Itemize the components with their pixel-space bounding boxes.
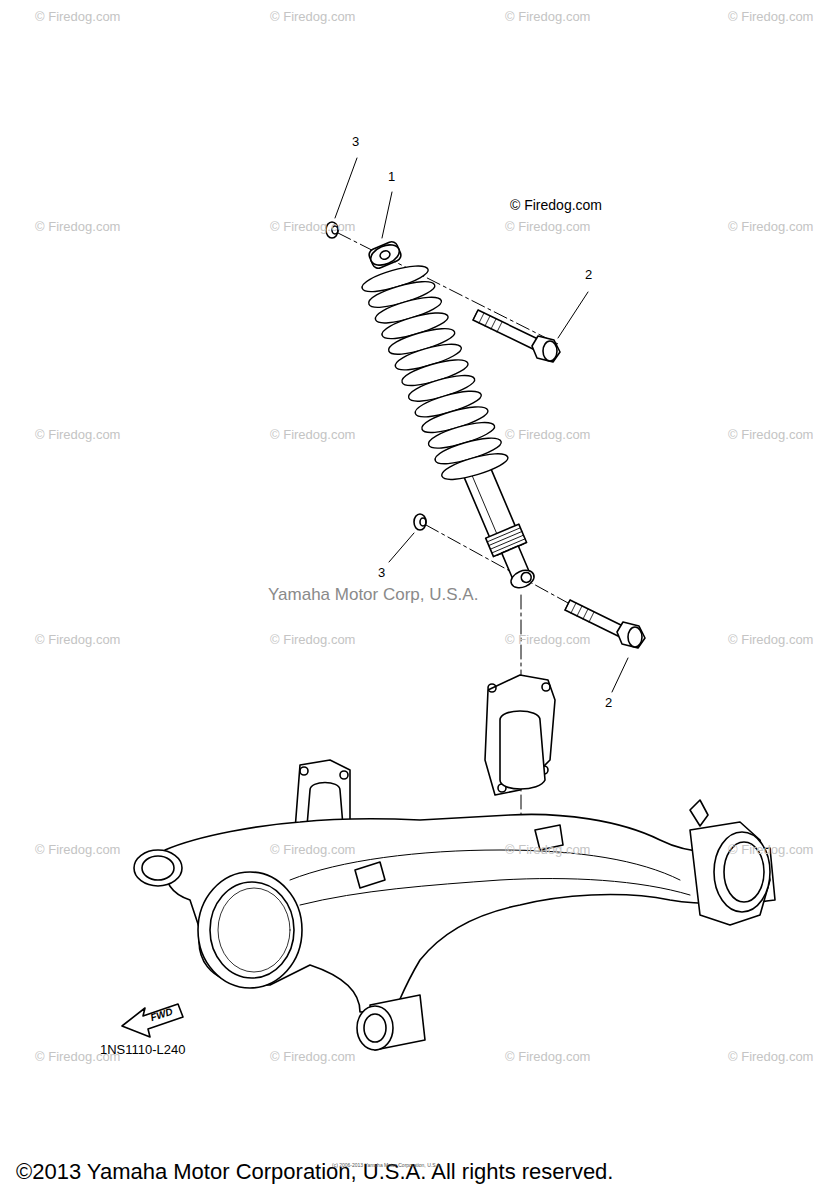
- shock-absorber: [350, 233, 557, 600]
- watermark: © Firedog.com: [270, 220, 355, 234]
- watermark: © Firedog.com: [728, 843, 813, 857]
- watermark: © Firedog.com: [505, 633, 590, 647]
- callout-number: 2: [585, 268, 592, 282]
- copyright-note: ©2013 Yamaha Motor Corporation, U.S.A. A…: [16, 1160, 613, 1184]
- callout-number: 3: [378, 566, 385, 580]
- watermark: © Firedog.com: [505, 220, 590, 234]
- watermark: © Firedog.com: [728, 220, 813, 234]
- watermark: © Firedog.com: [270, 10, 355, 24]
- watermark: © Firedog.com: [270, 633, 355, 647]
- leader-line: [558, 292, 588, 338]
- watermark: © Firedog.com: [505, 428, 590, 442]
- forward-arrow: [122, 1004, 183, 1037]
- watermark: © Firedog.com: [505, 843, 590, 857]
- watermark: © Firedog.com: [505, 10, 590, 24]
- watermark: Yamaha Motor Corp, U.S.A.: [268, 586, 478, 605]
- watermark: © Firedog.com: [728, 1050, 813, 1064]
- watermark: © Firedog.com: [728, 10, 813, 24]
- leader-line: [389, 533, 414, 562]
- spring-coil: [440, 444, 510, 488]
- callout-number: 2: [605, 696, 612, 710]
- watermark: © Firedog.com: [728, 633, 813, 647]
- watermark: © Firedog.com: [728, 428, 813, 442]
- nut: [414, 514, 426, 530]
- watermark: © Firedog.com: [35, 428, 120, 442]
- callout-number: 1: [388, 170, 395, 184]
- watermark: © Firedog.com: [505, 1050, 590, 1064]
- swing-arm: [134, 675, 775, 1050]
- watermark: © Firedog.com: [35, 1050, 120, 1064]
- watermark: © Firedog.com: [270, 1050, 355, 1064]
- watermark: © Firedog.com: [35, 633, 120, 647]
- leader-line: [612, 658, 628, 692]
- copyright-note: (c) 2006-2013 Yamaha Motor Corporation, …: [332, 1163, 442, 1169]
- watermark: © Firedog.com: [510, 198, 602, 213]
- leader-line: [382, 192, 392, 238]
- bolt: [473, 310, 560, 362]
- watermark: © Firedog.com: [270, 843, 355, 857]
- assembly-line: [426, 525, 630, 637]
- leader-line: [335, 158, 357, 218]
- callout-number: 3: [352, 135, 359, 149]
- watermark: © Firedog.com: [270, 428, 355, 442]
- watermark: © Firedog.com: [35, 843, 120, 857]
- watermark: © Firedog.com: [35, 10, 120, 24]
- watermark: © Firedog.com: [35, 220, 120, 234]
